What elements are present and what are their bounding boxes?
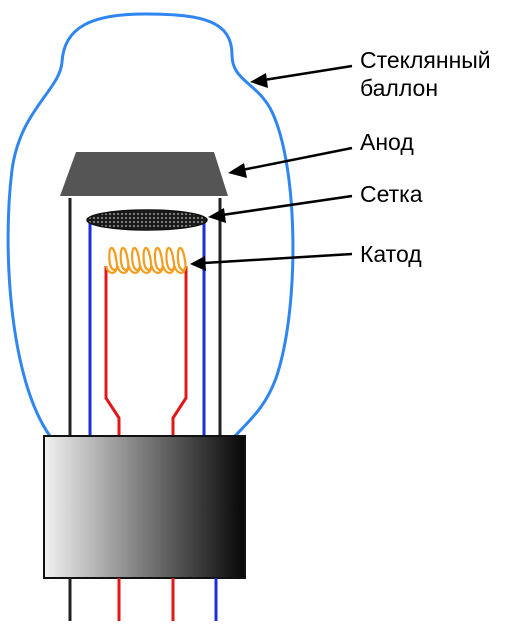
anode-arrowhead: [228, 163, 247, 178]
cathode-coil: [104, 246, 188, 274]
filament-left-lead: [104, 266, 121, 436]
glass-bulb-outline: [6, 12, 295, 438]
tube-base: [43, 435, 246, 579]
grid-label: Сетка: [360, 181, 423, 207]
cathode-label: Катод: [360, 241, 422, 267]
bulb-label-line2: баллон: [360, 75, 439, 101]
anode-label: Анод: [360, 129, 414, 155]
grid-arrowhead: [208, 208, 226, 223]
anode-plate: [60, 152, 228, 196]
filament-right-lead: [171, 266, 188, 436]
bulb-arrow: [263, 64, 353, 82]
bulb-label-line1: Стеклянный: [360, 47, 491, 73]
pointer-arrows: [190, 64, 353, 271]
grid-arrow: [221, 194, 353, 217]
grid-mesh: [86, 209, 208, 231]
bulb-arrowhead: [250, 73, 268, 88]
anode-arrow: [241, 146, 353, 172]
cathode-arrow: [203, 252, 353, 265]
cathode-arrowhead: [190, 256, 206, 271]
